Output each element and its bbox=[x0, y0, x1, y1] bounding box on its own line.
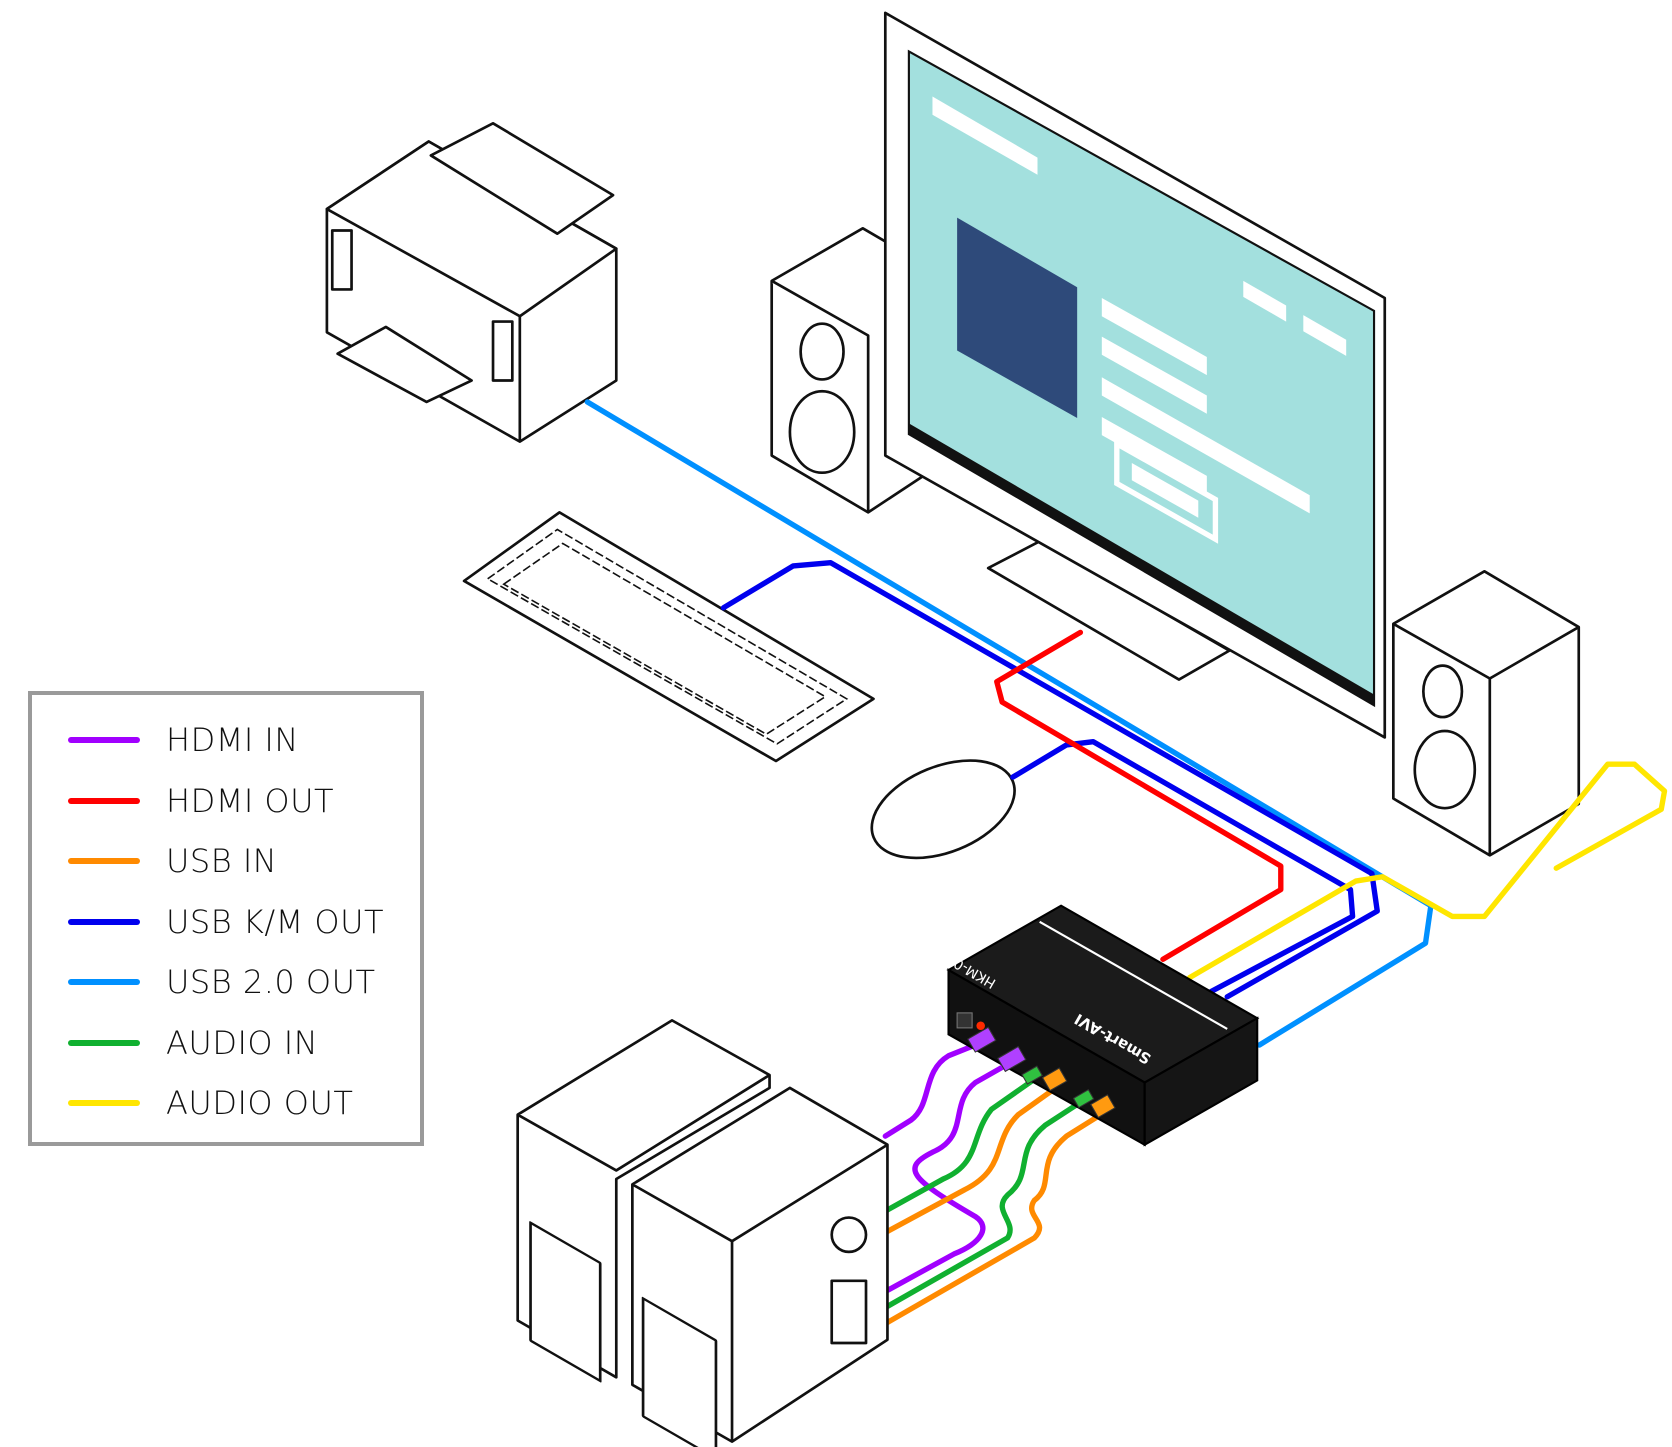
hdmi-out-cable bbox=[994, 629, 1284, 962]
legend-label: USB 2.0 OUT bbox=[166, 963, 376, 1001]
legend-swatch bbox=[68, 798, 140, 804]
audio-in-cable-1 bbox=[882, 1076, 1037, 1214]
mouse bbox=[870, 759, 1016, 860]
audio-in-cable-2 bbox=[882, 1092, 1094, 1311]
legend-swatch bbox=[68, 858, 140, 864]
legend-item-usb-km-out: USB K/M OUT bbox=[68, 902, 384, 942]
legend-item-usb-2-out: USB 2.0 OUT bbox=[68, 962, 376, 1002]
legend-item-audio-in: AUDIO IN bbox=[68, 1023, 318, 1063]
legend: HDMI IN HDMI OUT USB IN USB K/M OUT USB … bbox=[28, 691, 424, 1146]
legend-label: AUDIO IN bbox=[166, 1024, 319, 1062]
hdmi-in-cable-1 bbox=[882, 1042, 979, 1139]
legend-swatch bbox=[68, 1040, 140, 1046]
legend-item-audio-out: AUDIO OUT bbox=[68, 1083, 353, 1123]
monitor bbox=[883, 11, 1387, 739]
legend-item-usb-in: USB IN bbox=[68, 841, 277, 881]
legend-label: AUDIO OUT bbox=[166, 1084, 354, 1122]
legend-label: USB IN bbox=[166, 842, 278, 880]
keyboard bbox=[462, 511, 875, 763]
kvm-switch: HKM-02 Smart-AVI bbox=[944, 904, 1260, 1147]
right-speaker bbox=[1391, 569, 1581, 857]
computer-tower-2 bbox=[631, 1086, 889, 1447]
hdmi-in-cable-2 bbox=[882, 1061, 1011, 1295]
legend-item-hdmi-in: HDMI IN bbox=[68, 720, 299, 760]
audio-out-cable bbox=[1187, 761, 1668, 981]
legend-swatch bbox=[68, 737, 140, 743]
printer bbox=[325, 121, 618, 443]
usb-km-out-keyboard-cable bbox=[720, 560, 1380, 1000]
legend-label: HDMI IN bbox=[166, 721, 299, 759]
cables bbox=[584, 399, 1668, 1327]
usb-km-out-mouse-cable bbox=[1010, 739, 1356, 995]
legend-label: HDMI OUT bbox=[166, 782, 335, 820]
legend-swatch bbox=[68, 979, 140, 985]
usb-2-out-cable bbox=[584, 399, 1434, 1048]
usb-in-cable-2 bbox=[882, 1106, 1112, 1327]
legend-swatch bbox=[68, 919, 140, 925]
legend-item-hdmi-out: HDMI OUT bbox=[68, 781, 334, 821]
usb-in-cable-1 bbox=[882, 1085, 1059, 1236]
legend-label: USB K/M OUT bbox=[166, 903, 385, 941]
legend-swatch bbox=[68, 1100, 140, 1106]
computer-tower-1 bbox=[516, 1019, 771, 1383]
